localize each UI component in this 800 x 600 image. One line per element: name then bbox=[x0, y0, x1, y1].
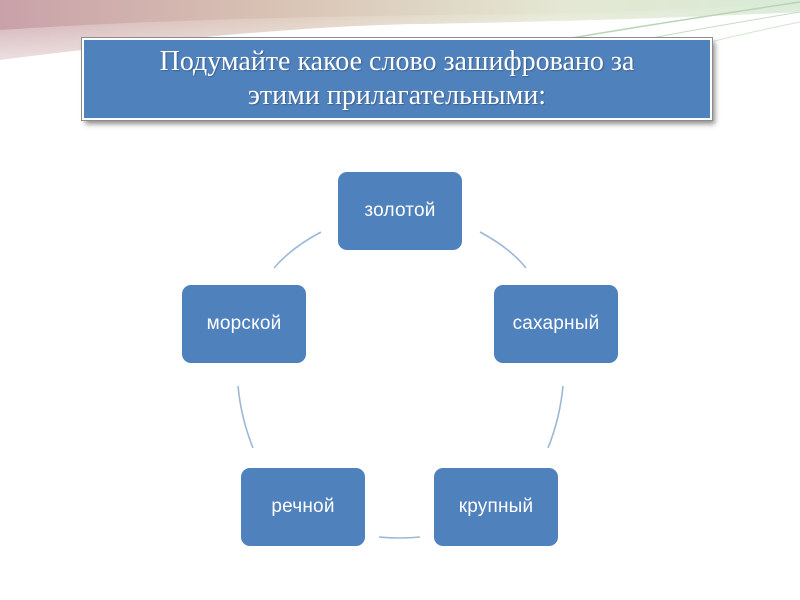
cycle-node-sakharny: сахарный bbox=[494, 285, 618, 363]
connector-bottom-right-to-bottom-left bbox=[379, 537, 420, 538]
connector-bottom-left-to-left bbox=[238, 386, 253, 448]
connector-top-to-right bbox=[480, 232, 526, 268]
cycle-node-label: морской bbox=[207, 313, 282, 335]
connector-right-to-bottom-right bbox=[548, 386, 563, 448]
cycle-node-label: речной bbox=[271, 496, 334, 518]
cycle-node-zolotoy: золотой bbox=[338, 172, 462, 250]
cycle-node-label: сахарный bbox=[513, 313, 600, 335]
cycle-node-morskoy: морской bbox=[182, 285, 306, 363]
cycle-node-label: золотой bbox=[364, 200, 435, 222]
cycle-node-krupny: крупный bbox=[434, 468, 558, 546]
cycle-node-rechnoy: речной bbox=[241, 468, 365, 546]
cycle-node-label: крупный bbox=[459, 496, 534, 518]
connector-left-to-top bbox=[274, 232, 321, 268]
